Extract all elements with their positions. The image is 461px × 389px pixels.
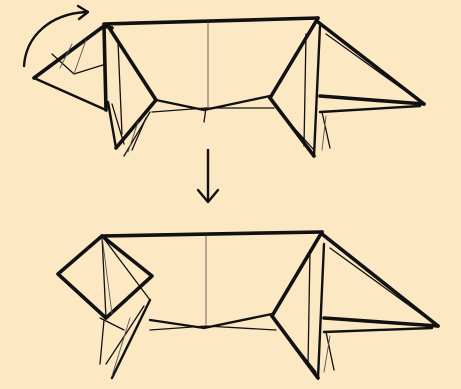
dog-body-bottom xyxy=(100,232,334,378)
dog-tail-bottom xyxy=(322,234,438,332)
down-arrow-icon xyxy=(198,150,218,202)
dog-body-top xyxy=(104,18,330,156)
dog-tail-top xyxy=(318,22,424,112)
step-1-figure xyxy=(24,6,424,156)
dog-head-before xyxy=(34,26,112,110)
step-2-figure xyxy=(58,232,438,378)
